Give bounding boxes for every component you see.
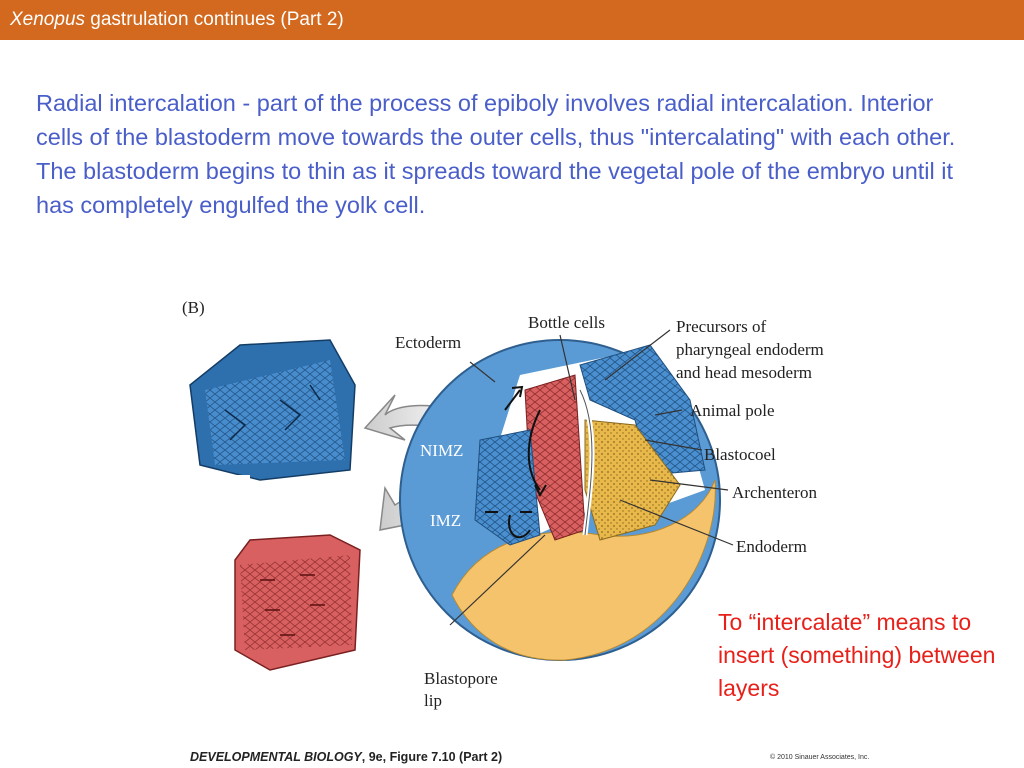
imz-label: IMZ xyxy=(430,511,462,530)
blastopore-label-2: lip xyxy=(424,691,442,710)
caption-book: DEVELOPMENTAL BIOLOGY xyxy=(190,750,362,764)
red-tissue-block xyxy=(234,534,361,671)
precursors-label-3: and head mesoderm xyxy=(676,363,812,382)
title-bar: Xenopus gastrulation continues (Part 2) xyxy=(0,0,1024,40)
precursors-label-2: pharyngeal endoderm xyxy=(676,340,824,359)
caption-edition: , 9e, Figure 7.10 (Part 2) xyxy=(361,750,503,764)
bottle-cells-label: Bottle cells xyxy=(528,313,605,332)
animal-pole-label: Animal pole xyxy=(690,401,775,420)
blastopore-label-1: Blastopore xyxy=(424,669,498,688)
archenteron-label: Archenteron xyxy=(732,483,817,502)
ectoderm-label: Ectoderm xyxy=(395,333,462,352)
intercalate-note: To “intercalate” means to insert (someth… xyxy=(718,609,996,701)
blastocoel-label: Blastocoel xyxy=(704,445,776,464)
figure-caption: DEVELOPMENTAL BIOLOGY, 9e, Figure 7.10 (… xyxy=(190,750,502,764)
embryo-diagram xyxy=(189,329,734,671)
body-paragraph: Radial intercalation - part of the proce… xyxy=(36,90,956,218)
slide-title: Xenopus gastrulation continues (Part 2) xyxy=(10,9,344,31)
precursors-label-1: Precursors of xyxy=(676,317,767,336)
embryo-figure: (B) Ectoderm Bottle cells Precursors of … xyxy=(180,290,880,720)
copyright-text: © 2010 Sinauer Associates, Inc. xyxy=(770,754,870,761)
embryo xyxy=(399,339,721,661)
title-rest: gastrulation continues (Part 2) xyxy=(85,9,344,30)
nimz-label: NIMZ xyxy=(420,441,464,460)
endoderm-label: Endoderm xyxy=(736,537,807,556)
leader-lines xyxy=(449,329,734,626)
panel-label: (B) xyxy=(182,298,205,317)
title-italic: Xenopus xyxy=(10,9,86,30)
blue-tissue-block xyxy=(189,339,356,481)
